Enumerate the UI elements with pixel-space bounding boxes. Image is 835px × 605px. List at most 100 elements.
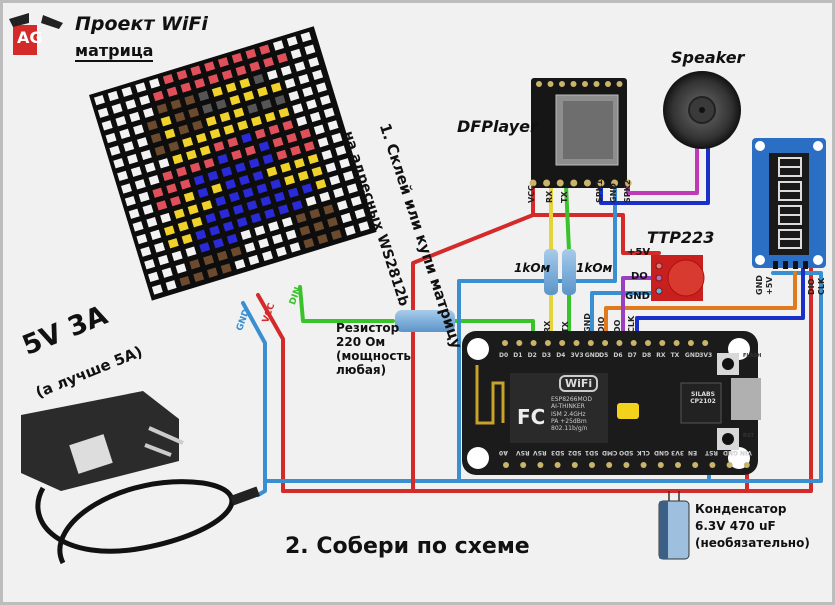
matrix-led <box>238 174 250 186</box>
matrix-led <box>154 145 166 156</box>
mcu-top-pin <box>587 340 594 346</box>
matrix-led <box>303 141 315 152</box>
matrix-led <box>309 208 321 219</box>
matrix-led <box>278 204 289 215</box>
wire-dfplayer-gnd <box>457 183 617 483</box>
matrix-led <box>250 212 262 224</box>
reset-button[interactable]: RST <box>743 433 754 439</box>
dfplayer-top-pin <box>616 81 623 87</box>
matrix-led <box>205 116 217 127</box>
mcu-bottom-pin <box>692 462 699 468</box>
display-pin-5v: +5V <box>765 276 774 295</box>
matrix-led <box>256 183 268 194</box>
matrix-led <box>307 153 319 165</box>
matrix-led <box>142 204 154 215</box>
logo-icon <box>9 13 63 55</box>
matrix-led <box>246 200 258 211</box>
matrix-led <box>285 229 297 240</box>
matrix-led <box>195 132 207 144</box>
matrix-led <box>247 103 259 114</box>
matrix-led <box>211 183 223 194</box>
mcu-top-pin-label: D6 <box>613 352 623 359</box>
matrix-led <box>244 242 256 253</box>
resistor-220 <box>395 310 455 332</box>
matrix-led <box>323 204 335 215</box>
capacitor-line2: 6.3V 470 uF <box>695 519 776 533</box>
matrix-led <box>272 137 284 148</box>
matrix-led <box>150 229 162 240</box>
matrix-led <box>195 229 207 240</box>
title-line1: Проект WiFi <box>75 13 208 35</box>
mcu-bottom-pin <box>726 462 733 468</box>
matrix-led <box>199 242 211 253</box>
speaker-label: Speaker <box>671 48 745 67</box>
matrix-led <box>222 221 234 232</box>
dfplayer-top-pin <box>570 81 577 87</box>
matrix-led <box>166 86 178 97</box>
matrix-led <box>220 263 232 274</box>
matrix-led <box>206 267 218 278</box>
matrix-led <box>134 179 146 190</box>
power-adapter <box>21 391 260 565</box>
matrix-led <box>192 120 204 131</box>
matrix-led <box>190 65 202 76</box>
matrix-led <box>271 233 283 245</box>
matrix-led <box>163 225 175 236</box>
matrix-led <box>164 128 176 139</box>
matrix-led <box>270 179 282 190</box>
mcu-top-pin <box>630 340 637 346</box>
matrix-led <box>170 196 181 207</box>
wifi-badge: WiFi <box>559 375 599 392</box>
capacitor-line1: Конденсатор <box>695 502 787 516</box>
capacitor <box>658 491 690 560</box>
matrix-led <box>242 187 254 198</box>
flash-button[interactable]: FLASH <box>743 353 762 359</box>
matrix-led <box>266 69 278 81</box>
matrix-led <box>327 217 338 228</box>
matrix-led <box>167 238 179 249</box>
mcu-top-pin <box>516 340 523 346</box>
matrix-led <box>270 82 282 93</box>
resistor-tx <box>562 249 576 295</box>
matrix-led <box>327 120 339 131</box>
mcu-bottom-pin <box>537 462 544 468</box>
matrix-led <box>254 128 266 139</box>
mcu-top-pin-label: D7 <box>627 352 637 359</box>
matrix-led <box>234 259 246 270</box>
matrix-led <box>288 90 300 102</box>
matrix-led <box>289 242 301 253</box>
mcu-bottom-pin-label: VIN <box>739 449 752 456</box>
resistor-rx-label: 1kOм <box>514 261 551 275</box>
matrix-led <box>249 61 261 72</box>
matrix-led <box>236 217 248 228</box>
matrix-led <box>254 225 266 236</box>
mcu-top-pin <box>573 340 580 346</box>
matrix-led <box>121 183 132 194</box>
dfplayer-label: DFPlayer <box>457 117 538 136</box>
display-header-pin <box>783 261 788 269</box>
wire-display-dio <box>604 271 797 341</box>
mcu-bottom-pin-label: CMD <box>602 449 618 456</box>
mcu-bottom-pin-label: SDO <box>619 449 634 456</box>
wires <box>241 141 823 497</box>
mcu-bottom-pin-label: SD2 <box>567 449 582 456</box>
matrix-led <box>152 187 164 198</box>
matrix-led <box>125 99 137 110</box>
matrix-led <box>156 103 168 114</box>
wire-ttp-do <box>621 276 661 341</box>
matrix-led <box>121 86 133 97</box>
matrix-led <box>250 116 262 127</box>
matrix-led <box>93 95 105 106</box>
matrix-led <box>162 170 174 182</box>
matrix-led <box>172 153 184 165</box>
dfplayer-bottom-pin <box>529 179 537 187</box>
mcu-bottom-pin-label: 3V3 <box>671 449 684 456</box>
matrix-led <box>161 267 173 278</box>
matrix-led <box>263 57 275 68</box>
display-digit <box>778 181 802 201</box>
matrix-led <box>107 90 119 102</box>
matrix-led <box>228 191 240 203</box>
matrix-led <box>119 128 131 139</box>
matrix-led <box>143 107 154 118</box>
resistor-rx <box>544 249 558 295</box>
